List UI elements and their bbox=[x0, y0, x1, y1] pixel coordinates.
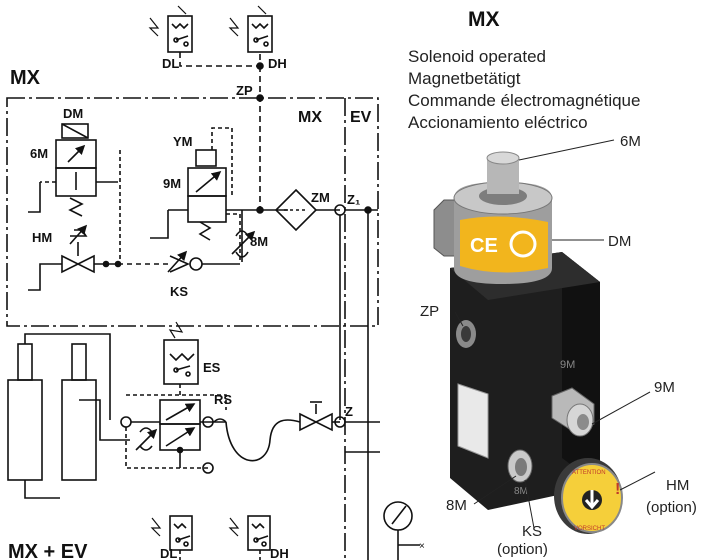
label-8m: 8M bbox=[250, 234, 268, 249]
label-mx-box: MX bbox=[298, 109, 322, 126]
label-dl-bottom: DL bbox=[160, 546, 177, 560]
callout-zp: ZP bbox=[420, 303, 439, 320]
description-line-es: Accionamiento eléctrico bbox=[408, 113, 588, 132]
callout-ks: KS bbox=[522, 523, 542, 540]
label-ym: YM bbox=[173, 134, 193, 149]
description-title: MX bbox=[468, 8, 500, 31]
cylinders bbox=[7, 333, 130, 499]
label-rs: RS bbox=[214, 392, 232, 407]
photo-callout-lines bbox=[454, 139, 656, 529]
callout-9m: 9M bbox=[654, 379, 675, 396]
label-es: ES bbox=[203, 360, 221, 375]
body-mark-9m: 9M bbox=[560, 359, 575, 371]
label-6m: 6M bbox=[30, 146, 48, 161]
knob-text-top: ATTENTION bbox=[572, 470, 606, 476]
label-dm: DM bbox=[63, 106, 83, 121]
callout-hm: HM bbox=[666, 477, 689, 494]
label-z1: Z₁ bbox=[347, 192, 360, 207]
pressure-switch-dh-bottom bbox=[228, 515, 271, 551]
label-zm: ZM bbox=[311, 190, 330, 205]
callout-dm: DM bbox=[608, 233, 631, 250]
description-lines: Solenoid operated Magnetbetätigt Command… bbox=[408, 46, 640, 134]
callout-6m: 6M bbox=[620, 133, 641, 150]
throttle-8m bbox=[231, 210, 256, 262]
label-dh-bottom: DH bbox=[270, 546, 289, 560]
description-line-fr: Commande électromagnétique bbox=[408, 91, 641, 110]
body-mark-8m: 8M bbox=[514, 486, 528, 497]
valve-es-rs bbox=[120, 321, 227, 474]
callout-hm-option: (option) bbox=[646, 499, 697, 516]
pressure-switch-dh bbox=[228, 5, 273, 53]
pressure-switch-dl-bottom bbox=[150, 515, 193, 551]
callout-8m: 8M bbox=[446, 497, 467, 514]
schematic-title-mx-ev: MX + EV bbox=[8, 541, 88, 560]
pressure-switch-dl bbox=[148, 5, 193, 53]
callout-ks-option: (option) bbox=[497, 541, 548, 558]
pressure-gauge-icon: × bbox=[383, 501, 425, 560]
label-ev-box: EV bbox=[350, 109, 372, 126]
label-hm: HM bbox=[32, 230, 52, 245]
shutoff-valve bbox=[299, 401, 380, 453]
label-dl: DL bbox=[162, 56, 179, 71]
description-line-de: Magnetbetätigt bbox=[408, 69, 521, 88]
label-dh: DH bbox=[268, 56, 287, 71]
label-z: Z bbox=[345, 404, 353, 419]
schematic: × bbox=[6, 5, 425, 560]
label-ks: KS bbox=[170, 284, 188, 299]
svg-text:!: ! bbox=[615, 481, 620, 498]
svg-text:×: × bbox=[419, 541, 425, 552]
check-valve-ks bbox=[102, 250, 240, 273]
label-zp: ZP bbox=[236, 83, 253, 98]
description-line-en: Solenoid operated bbox=[408, 47, 547, 66]
knob-text-bottom: VORSICHT bbox=[574, 526, 605, 532]
schematic-title-mx: MX bbox=[10, 67, 41, 89]
product-photo: CE ! ATTENTION VORSICHT 9M 8M bbox=[433, 151, 623, 534]
label-9m: 9M bbox=[163, 176, 181, 191]
svg-text:CE: CE bbox=[470, 235, 498, 257]
valve-dm bbox=[28, 123, 121, 262]
